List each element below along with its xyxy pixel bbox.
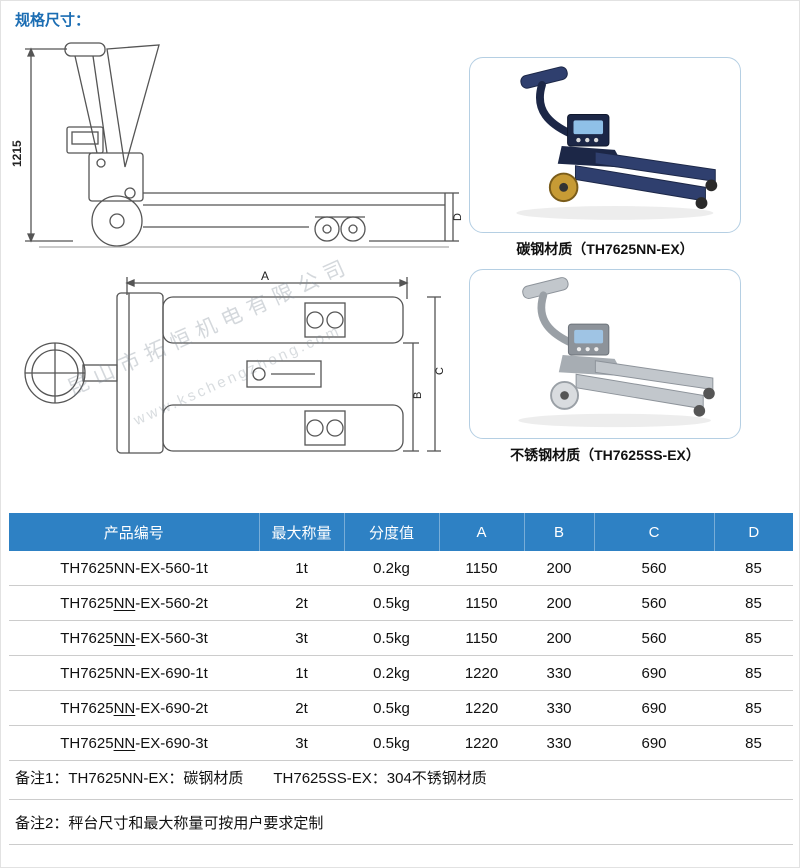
column-header: 分度值 bbox=[343, 513, 439, 551]
spec-value-cell: 85 bbox=[714, 690, 793, 726]
spec-value-cell: 330 bbox=[524, 725, 594, 761]
spec-value-cell: 560 bbox=[594, 551, 714, 586]
spec-value-cell: 3t bbox=[259, 620, 344, 656]
spec-value-cell: 85 bbox=[714, 655, 793, 691]
spec-value-cell: 85 bbox=[714, 551, 793, 586]
spec-value-cell: 1t bbox=[259, 655, 344, 691]
spec-value-cell: 560 bbox=[594, 585, 714, 621]
product-code-cell: TH7625NN-EX-690-2t bbox=[9, 690, 259, 726]
page-title: 规格尺寸： bbox=[15, 12, 91, 29]
dim-c-label: C bbox=[434, 367, 446, 375]
spec-value-cell: 200 bbox=[524, 551, 594, 586]
footnotes: 备注1：TH7625NN-EX：碳钢材质 TH7625SS-EX：304不锈钢材… bbox=[9, 755, 793, 845]
stainless-steel-product-image bbox=[518, 277, 715, 428]
product-code-cell: TH7625NN-EX-690-3t bbox=[9, 725, 259, 761]
spec-value-cell: 1150 bbox=[439, 551, 524, 586]
dim-d-label: D bbox=[452, 213, 461, 221]
footnote-1: 备注1：TH7625NN-EX：碳钢材质 TH7625SS-EX：304不锈钢材… bbox=[9, 755, 793, 800]
spec-value-cell: 0.5kg bbox=[344, 585, 439, 621]
top-view-drawing: A B C bbox=[24, 269, 446, 454]
spec-value-cell: 85 bbox=[714, 725, 793, 761]
spec-value-cell: 690 bbox=[594, 690, 714, 726]
spec-value-cell: 690 bbox=[594, 725, 714, 761]
column-header: 最大称量 bbox=[258, 513, 344, 551]
spec-value-cell: 85 bbox=[714, 620, 793, 656]
product-code-cell: TH7625NN-EX-560-3t bbox=[9, 620, 259, 656]
stainless-steel-product-card bbox=[469, 269, 741, 439]
side-view-drawing: 1215 D bbox=[10, 42, 461, 248]
footnote-2: 备注2：秤台尺寸和最大称量可按用户要求定制 bbox=[9, 800, 793, 845]
spec-value-cell: 0.5kg bbox=[344, 620, 439, 656]
column-header: 产品编号 bbox=[9, 513, 259, 551]
spec-value-cell: 2t bbox=[259, 585, 344, 621]
spec-value-cell: 1220 bbox=[439, 655, 524, 691]
column-header: D bbox=[713, 513, 793, 551]
stainless-steel-caption: 不锈钢材质（TH7625SS-EX） bbox=[510, 447, 700, 463]
dim-1215-label: 1215 bbox=[10, 140, 24, 167]
column-header: A bbox=[438, 513, 524, 551]
spec-value-cell: 200 bbox=[524, 620, 594, 656]
spec-value-cell: 0.2kg bbox=[344, 655, 439, 691]
product-code-cell: TH7625NN-EX-690-1t bbox=[9, 655, 259, 691]
spec-value-cell: 3t bbox=[259, 725, 344, 761]
spec-value-cell: 85 bbox=[714, 585, 793, 621]
spec-value-cell: 690 bbox=[594, 655, 714, 691]
spec-value-cell: 330 bbox=[524, 690, 594, 726]
spec-value-cell: 2t bbox=[259, 690, 344, 726]
carbon-steel-product-image bbox=[516, 66, 718, 220]
spec-value-cell: 0.2kg bbox=[344, 551, 439, 586]
carbon-steel-caption: 碳钢材质（TH7625NN-EX） bbox=[516, 241, 694, 257]
spec-value-cell: 1t bbox=[259, 551, 344, 586]
dim-a-label: A bbox=[261, 269, 269, 283]
column-header: B bbox=[523, 513, 594, 551]
spec-value-cell: 0.5kg bbox=[344, 725, 439, 761]
column-header: C bbox=[593, 513, 714, 551]
product-code-cell: TH7625NN-EX-560-2t bbox=[9, 585, 259, 621]
dim-b-label: B bbox=[412, 392, 424, 399]
carbon-steel-product-card bbox=[469, 57, 741, 233]
spec-value-cell: 330 bbox=[524, 655, 594, 691]
spec-value-cell: 1150 bbox=[439, 585, 524, 621]
spec-value-cell: 1220 bbox=[439, 725, 524, 761]
spec-value-cell: 1220 bbox=[439, 690, 524, 726]
spec-value-cell: 0.5kg bbox=[344, 690, 439, 726]
spec-value-cell: 1150 bbox=[439, 620, 524, 656]
product-code-cell: TH7625NN-EX-560-1t bbox=[9, 551, 259, 586]
spec-value-cell: 560 bbox=[594, 620, 714, 656]
technical-drawings: 1215 D bbox=[9, 35, 461, 479]
spec-value-cell: 200 bbox=[524, 585, 594, 621]
